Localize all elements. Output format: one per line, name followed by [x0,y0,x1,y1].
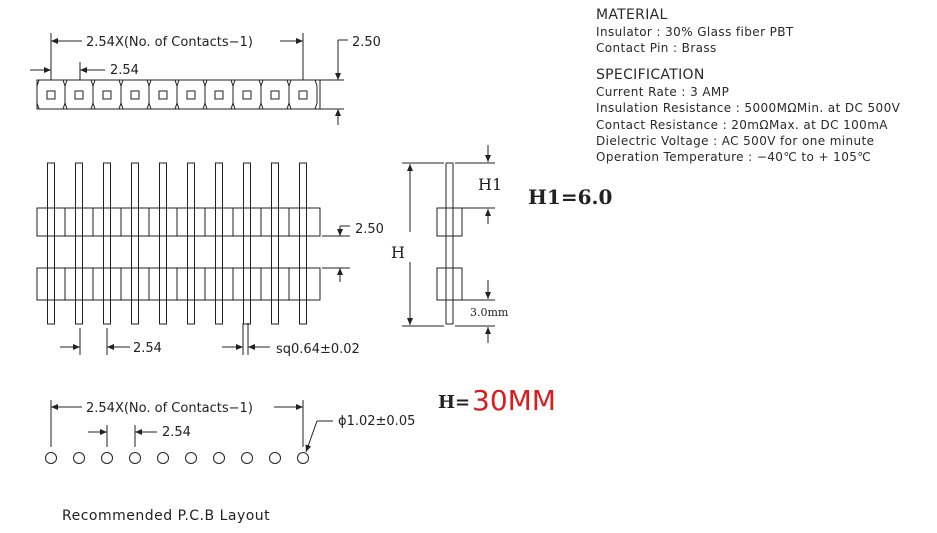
top-pin-square [102,90,112,100]
top-housing-cell [120,79,150,110]
top-span-label: 2.54X(No. of Contacts−1) [86,35,253,50]
front-pin [103,162,111,325]
top-pin-square [186,90,196,100]
front-pin [47,162,55,325]
front-pitch-label: 2.54 [133,341,162,356]
pcb-hole [73,452,85,464]
front-pin [187,162,195,325]
spec-block: MATERIAL Insulator : 30% Glass fiber PBT… [596,6,932,166]
pcb-hole [241,452,253,464]
front-view-pins [47,162,307,325]
top-housing-cell [288,79,318,110]
h-prefix: H= [438,392,470,413]
pcb-hole [101,452,113,464]
h-label: H [391,243,405,262]
top-housing-cell [92,79,122,110]
pcb-caption: Recommended P.C.B Layout [62,508,270,524]
specification-heading: SPECIFICATION [596,66,705,83]
top-view-outline [36,79,321,110]
front-pin [271,162,279,325]
top-view [30,33,348,125]
top-width-label: 2.50 [352,35,381,50]
h1-value: H1=6.0 [528,185,612,209]
pcb-pitch-label: 2.54 [162,425,191,440]
material-line-contact-pin: Contact Pin : Brass [596,41,717,56]
spec-line-contact-resistance: Contact Resistance : 20mΩMax. at DC 100m… [596,117,888,132]
pcb-span-label: 2.54X(No. of Contacts−1) [86,401,253,416]
top-housing-cell [64,79,94,110]
lower-housing [36,267,321,301]
pcb-hole [185,452,197,464]
front-spacing-label: 2.50 [355,222,384,237]
pcb-hole-label: ϕ1.02±0.05 [338,414,415,429]
top-pin-square [130,90,140,100]
top-housing-cell [148,79,178,110]
pcb-holes [45,452,309,464]
spec-line-insulation: Insulation Resistance : 5000MΩMin. at DC… [596,101,901,116]
top-pin-square [298,90,308,100]
tail-length-label: 3.0mm [470,306,509,319]
pcb-hole [297,452,309,464]
top-housing-cell [36,79,66,110]
front-pin [159,162,167,325]
top-housing-cell [204,79,234,110]
top-pin-square [214,90,224,100]
front-pin [131,162,139,325]
h1-label: H1 [478,175,502,194]
pcb-hole [129,452,141,464]
upper-housing [36,207,321,237]
pcb-hole [213,452,225,464]
pcb-hole [157,452,169,464]
spec-line-dielectric: Dielectric Voltage : AC 500V for one min… [596,134,875,149]
spec-line-current: Current Rate : 3 AMP [596,84,730,99]
front-pin-label: sq0.64±0.02 [276,342,360,357]
front-pin [215,162,223,325]
spec-line-temperature: Operation Temperature : −40℃ to + 105℃ [596,150,872,165]
front-view [36,162,350,355]
front-pin [75,162,83,325]
top-pin-square [270,90,280,100]
top-pitch-label: 2.54 [110,63,139,78]
top-pin-square [46,90,56,100]
material-heading: MATERIAL [596,7,668,23]
front-pin [243,162,251,325]
material-line-insulator: Insulator : 30% Glass fiber PBT [596,25,794,39]
h-value: 30MM [472,384,556,417]
front-pin [299,162,307,325]
pcb-hole [269,452,281,464]
top-housing-cell [260,79,290,110]
pcb-hole [45,452,57,464]
top-housing-cell [232,79,262,110]
top-pin-square [158,90,168,100]
top-pin-square [242,90,252,100]
side-view [402,145,495,343]
top-view-housings [36,79,321,110]
top-housing-cell [176,79,206,110]
pcb-layout [45,400,333,464]
top-pin-square [74,90,84,100]
